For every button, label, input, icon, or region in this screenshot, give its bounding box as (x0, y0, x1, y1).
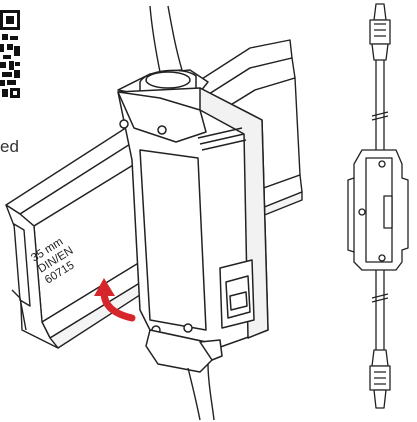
cable-bottom (187, 363, 215, 421)
cable-top (149, 5, 183, 73)
rail-label: 35 mm DIN/EN 60715 (29, 236, 76, 287)
cut-off-text: ed (0, 137, 19, 156)
curved-arrow-icon (94, 278, 136, 322)
surge-protector-module (117, 69, 269, 373)
qr-code-icon (0, 8, 20, 100)
patch-cable-front-view (347, 3, 409, 409)
